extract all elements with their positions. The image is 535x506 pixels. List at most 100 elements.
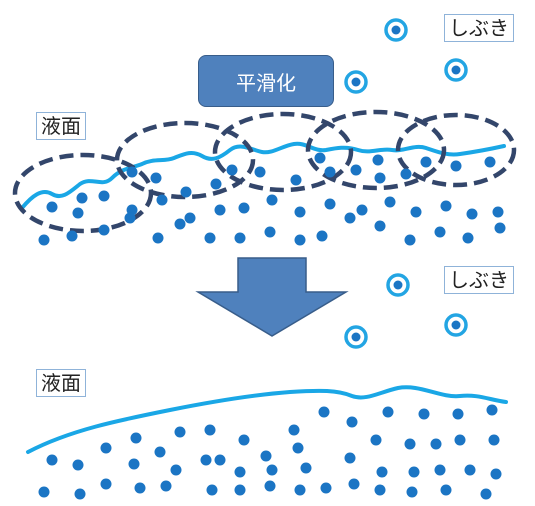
top-particles [38, 152, 506, 246]
particle-dot [174, 218, 186, 230]
particle-dot [464, 464, 476, 476]
particle-dot [154, 446, 166, 458]
particle-dot [214, 204, 226, 216]
particle-dot [434, 226, 446, 238]
particle-dot [404, 234, 416, 246]
particle-dot [450, 160, 462, 172]
bottom-spray [344, 273, 468, 349]
particle-dot [160, 480, 172, 492]
dashed-ellipse-3 [212, 111, 354, 193]
particle-dot [290, 174, 302, 186]
particle-dot [294, 484, 306, 496]
particle-dot [324, 166, 336, 178]
particle-dot [344, 212, 356, 224]
particle-dot [130, 432, 142, 444]
particle-dot [38, 486, 50, 498]
particle-dot [480, 488, 492, 500]
particle-dot [374, 484, 386, 496]
particle-dot [46, 454, 58, 466]
top-spray [344, 18, 468, 94]
particle-dot [418, 408, 430, 420]
spray-droplet-icon [386, 273, 410, 297]
particle-dot [66, 230, 78, 242]
particle-dot [204, 232, 216, 244]
particle-dot [206, 484, 218, 496]
particle-dot [234, 466, 246, 478]
smooth-liquid-surface-bottom [26, 385, 508, 454]
particle-dot [72, 207, 84, 219]
particle-dot [420, 156, 432, 168]
particle-dot [494, 222, 506, 234]
spray-label-top: しぶき [444, 14, 514, 42]
particle-dot [98, 190, 110, 202]
top-panel [12, 18, 517, 246]
particle-dot [374, 172, 386, 184]
particle-dot [488, 434, 500, 446]
surface-label-bottom: 液面 [36, 369, 86, 397]
surface-label-top: 液面 [36, 112, 86, 140]
bottom-particles [38, 404, 502, 500]
particle-dot [484, 156, 496, 168]
particle-dot [126, 166, 138, 178]
particle-dot [372, 154, 384, 166]
down-arrow-icon [195, 257, 349, 337]
spray-label-bottom: しぶき [444, 266, 514, 294]
particle-dot [128, 458, 140, 470]
particle-dot [384, 196, 396, 208]
particle-dot [38, 234, 50, 246]
particle-dot [238, 434, 250, 446]
particle-dot [174, 426, 186, 438]
particle-dot [46, 201, 58, 213]
particle-dot [214, 454, 226, 466]
particle-dot [356, 204, 368, 216]
particle-dot [430, 438, 442, 450]
dashed-ellipse-5 [395, 112, 517, 188]
particle-dot [254, 166, 266, 178]
rough-liquid-surface-top [20, 141, 506, 210]
particle-dot [238, 202, 250, 214]
particle-dot [370, 434, 382, 446]
particle-dot [374, 220, 386, 232]
spray-droplet-icon [344, 325, 368, 349]
dashed-ellipse-2 [114, 120, 256, 200]
particle-dot [226, 164, 238, 176]
particle-dot [152, 232, 164, 244]
particle-dot [264, 226, 276, 238]
particle-dot [400, 168, 412, 180]
particle-dot [466, 208, 478, 220]
particle-dot [134, 482, 146, 494]
particle-dot [234, 232, 246, 244]
particle-dot [184, 212, 196, 224]
particle-dot [266, 194, 278, 206]
particle-dot [346, 416, 358, 428]
particle-dot [210, 178, 222, 190]
spray-droplet-icon [384, 18, 408, 42]
spray-droplet-icon [444, 313, 468, 337]
particle-dot [124, 212, 136, 224]
particle-dot [156, 194, 168, 206]
particle-dot [440, 200, 452, 212]
particle-dot [344, 452, 356, 464]
particle-dot [376, 466, 388, 478]
particle-dot [440, 484, 452, 496]
particle-dot [264, 480, 276, 492]
particle-dot [492, 206, 504, 218]
particle-dot [452, 408, 464, 420]
particle-dot [76, 192, 88, 204]
particle-dot [204, 424, 216, 436]
particle-dot [266, 464, 278, 476]
particle-dot [324, 198, 336, 210]
particle-dot [98, 224, 110, 236]
particle-dot [382, 406, 394, 418]
bottom-panel [26, 273, 508, 500]
particle-dot [434, 464, 446, 476]
particle-dot [292, 442, 304, 454]
particle-dot [320, 482, 332, 494]
particle-dot [404, 438, 416, 450]
smoothing-label: 平滑化 [198, 55, 334, 107]
particle-dot [316, 230, 328, 242]
particle-dot [454, 434, 466, 446]
particle-dot [350, 164, 362, 176]
particle-dot [318, 406, 330, 418]
